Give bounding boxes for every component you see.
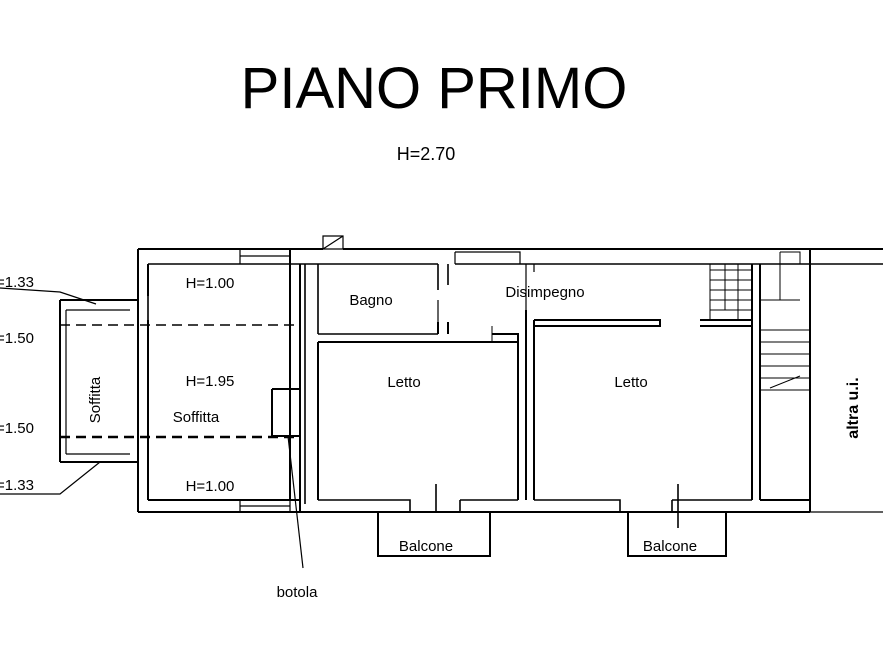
room-height-mid: H=1.95 — [186, 373, 235, 390]
room-label-soffitta: Soffitta — [173, 409, 220, 426]
annotation-botola: botola — [277, 584, 319, 601]
level-label-top: =1.33 — [0, 274, 34, 291]
room-label-letto-right: Letto — [614, 374, 647, 391]
page-title: PIANO PRIMO — [241, 56, 628, 121]
room-label-balcone-right: Balcone — [643, 538, 697, 555]
outer-wall-left — [137, 249, 149, 512]
room-height-top: H=1.00 — [186, 275, 235, 292]
level-label-bottom: =1.33 — [0, 477, 34, 494]
room-height-bottom: H=1.00 — [186, 478, 235, 495]
stair-walls — [751, 264, 761, 500]
room-label-altra: altra u.i. — [845, 377, 862, 438]
outer-wall-bottom — [138, 499, 810, 513]
soffitta-narrow-wall — [59, 299, 138, 463]
balcone-right-outline — [627, 512, 727, 557]
letto-left-walls — [317, 341, 519, 500]
level-label-lower: =1.50 — [0, 420, 34, 437]
room-label-disimpegno: Disimpegno — [505, 284, 584, 301]
balcone-left-outline — [377, 512, 491, 557]
staircase — [709, 251, 810, 391]
level-label-upper: =1.50 — [0, 330, 34, 347]
room-label-balcone-left: Balcone — [399, 538, 453, 555]
room-label-soffitta-narrow: Soffitta — [87, 376, 104, 423]
page-subtitle: H=2.70 — [397, 144, 456, 164]
room-label-bagno: Bagno — [349, 292, 392, 309]
letto-right-walls — [525, 310, 535, 500]
room-label-letto-left: Letto — [387, 374, 420, 391]
botola-box — [271, 388, 300, 437]
